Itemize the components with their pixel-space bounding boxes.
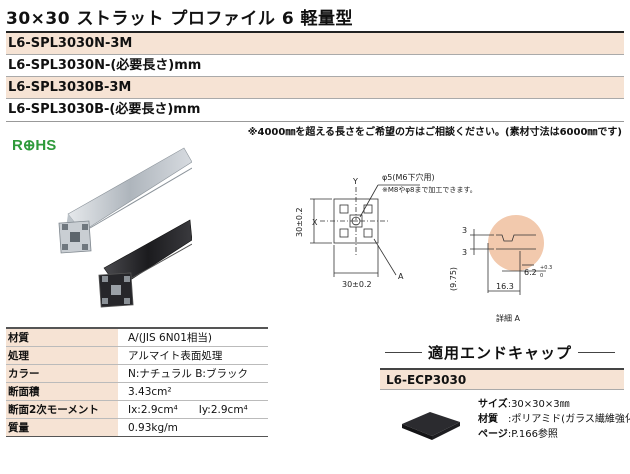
- spec-row: 質量 0.93kg/m: [6, 419, 268, 437]
- part-number-row: L6-SPL3030B-(必要長さ)mm: [8, 102, 201, 117]
- spec-value: N:ナチュラル B:ブラック: [128, 368, 248, 380]
- part-number-row: L6-SPL3030N-(必要長さ)mm: [6, 55, 624, 77]
- endcap-image: [380, 390, 478, 456]
- spec-value: A/(JIS 6N01相当): [128, 332, 213, 344]
- dim-3-bottom: 3: [462, 248, 467, 257]
- spec-value: アルマイト表面処理: [128, 350, 223, 362]
- spec-row: カラー N:ナチュラル B:ブラック: [6, 365, 268, 383]
- spec-label: 断面積: [6, 383, 118, 400]
- axis-y-label: Y: [352, 177, 358, 186]
- length-note: ※4000㎜を超える長さをご希望の方はご相談ください。(素材寸法は6000㎜です…: [247, 127, 622, 138]
- dim-6-2: 6.2: [524, 268, 537, 277]
- dim-6-2-tolerance-lower: 0: [540, 273, 543, 279]
- spec-value: 0.93kg/m: [128, 422, 178, 434]
- dim-16-3: 16.3: [496, 282, 514, 291]
- profile-photo-image: R⊕HS: [12, 137, 193, 308]
- part-number-row: L6-SPL3030N-3M: [6, 33, 624, 55]
- endcap-material-label: 材質: [478, 414, 498, 425]
- part-number-row: L6-SPL3030B-3M: [6, 77, 624, 99]
- detail-caption: 詳細 A: [496, 313, 521, 323]
- detail-marker: A: [398, 272, 404, 281]
- endcap-section-title: 適用エンドキャップ: [385, 342, 615, 364]
- endcap-box: L6-ECP3030 サイズ:30×30×3㎜ 材質 :ポリアミド(ガラス繊維強…: [380, 368, 630, 456]
- axis-x-label: X: [312, 218, 318, 227]
- spec-label: 処理: [6, 347, 118, 364]
- spec-row: 材質 A/(JIS 6N01相当): [6, 329, 268, 347]
- page-title: 30×30 ストラット プロファイル 6 軽量型: [6, 9, 354, 29]
- dim-6-2-tolerance-upper: +0.3: [540, 265, 552, 271]
- endcap-part-number: L6-ECP3030: [380, 370, 624, 390]
- endcap-page-label: ページ: [478, 429, 508, 440]
- spec-label: カラー: [6, 365, 118, 382]
- spec-label: 材質: [6, 329, 118, 346]
- hole-note-machining: ※M8やφ8まで加工できます。: [382, 185, 477, 194]
- spec-row: 断面積 3.43cm²: [6, 383, 268, 401]
- spec-value: 3.43cm²: [128, 386, 172, 398]
- endcap-page-value: P.166参照: [511, 429, 558, 440]
- spec-row: 処理 アルマイト表面処理: [6, 347, 268, 365]
- dim-height: 30±0.2: [295, 207, 304, 237]
- dim-3-top: 3: [462, 226, 467, 235]
- dim-width: 30±0.2: [342, 280, 372, 289]
- rohs-logo: R⊕HS: [12, 137, 56, 154]
- endcap-section-heading: 適用エンドキャップ: [421, 344, 578, 362]
- endcap-size-label: サイズ: [478, 399, 508, 410]
- part-number-table: L6-SPL3030N-3M L6-SPL3030N-(必要長さ)mm L6-S…: [6, 31, 624, 122]
- spec-label: 質量: [6, 419, 118, 436]
- spec-row: 断面2次モーメント Ix:2.9cm⁴ Iy:2.9cm⁴: [6, 401, 268, 419]
- dim-9-75: (9.75): [449, 267, 458, 291]
- endcap-material-value: ポリアミド(ガラス繊維強化): [511, 414, 630, 425]
- profile-photo: R⊕HS: [8, 128, 193, 312]
- endcap-size-value: :30×30×3㎜: [507, 399, 570, 410]
- hole-note: φ5(M6下穴用): [382, 172, 435, 182]
- spec-table: 材質 A/(JIS 6N01相当) 処理 アルマイト表面処理 カラー N:ナチュ…: [6, 327, 268, 437]
- spec-label: 断面2次モーメント: [6, 401, 118, 418]
- cross-section-drawing: Y X 30±0.2 30±0.2 φ5(M6下穴用) ※M8やφ8まで加工でき…: [290, 165, 630, 330]
- spec-value: Ix:2.9cm⁴ Iy:2.9cm⁴: [128, 404, 248, 416]
